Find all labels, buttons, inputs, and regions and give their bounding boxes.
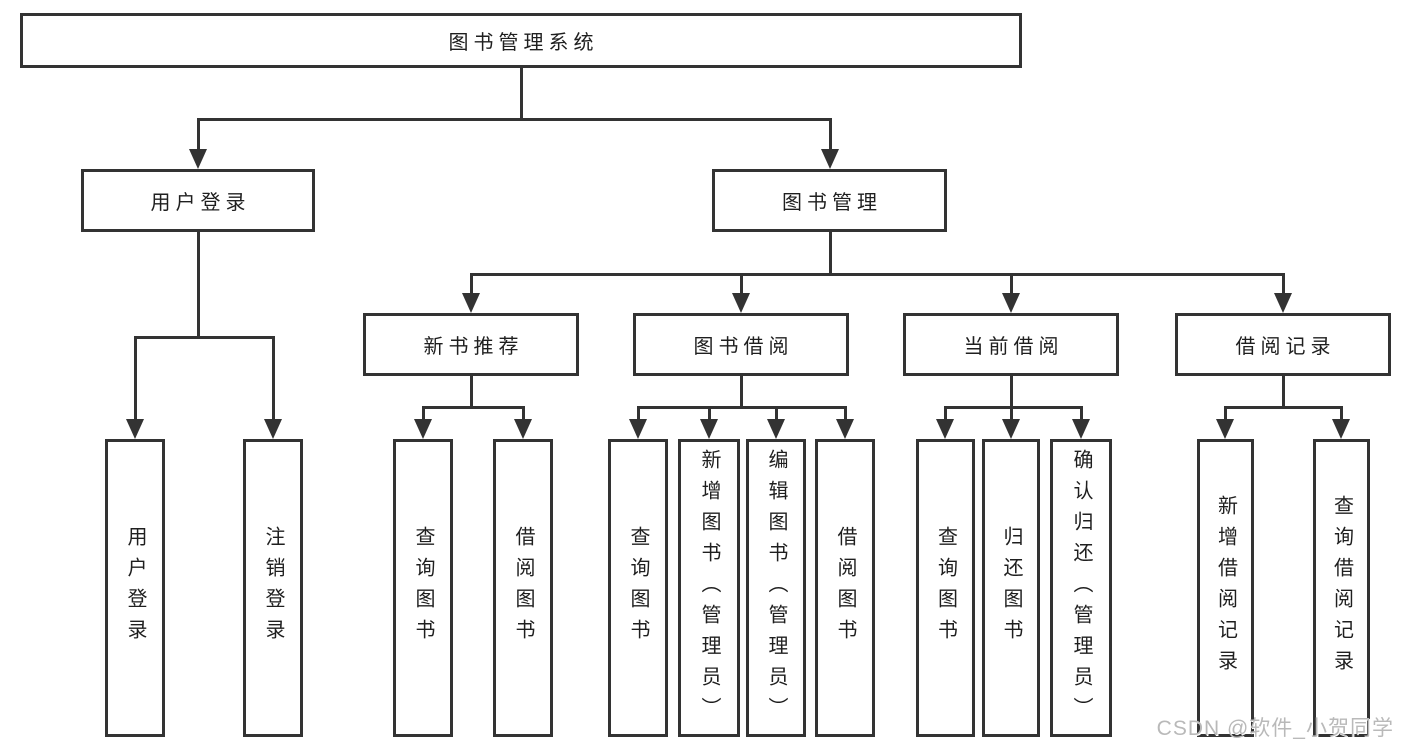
arrow-down-icon-system-root-1 — [821, 149, 839, 169]
connector-drop-book-mgmt-branch-2 — [1009, 273, 1013, 298]
node-label-leaf-edit-book-admin: 编辑图书（管理员） — [765, 448, 787, 728]
node-label-leaf-query-borrow-record: 查询借阅记录 — [1330, 495, 1353, 681]
connector-stem-current-borrow — [1009, 376, 1013, 409]
node-leaf-return-book: 归还图书 — [982, 439, 1040, 737]
node-leaf-query-borrow-record: 查询借阅记录 — [1313, 439, 1370, 737]
arrow-down-icon-new-book-recommend-1 — [514, 419, 532, 439]
arrow-down-icon-book-mgmt-branch-2 — [1002, 293, 1020, 313]
arrow-down-icon-user-login-branch-0 — [126, 419, 144, 439]
connector-stem-system-root — [519, 68, 523, 121]
connector-drop-book-mgmt-branch-0 — [469, 273, 473, 298]
arrow-down-icon-book-mgmt-branch-1 — [732, 293, 750, 313]
node-leaf-add-book-admin: 新增图书（管理员） — [678, 439, 740, 737]
node-user-login-branch: 用户登录 — [81, 169, 315, 232]
connector-drop-book-borrow-0 — [636, 406, 640, 424]
arrow-down-icon-book-borrow-0 — [629, 419, 647, 439]
connector-stem-borrow-record — [1281, 376, 1285, 409]
node-borrow-record: 借阅记录 — [1175, 313, 1391, 376]
node-label-borrow-record: 借阅记录 — [1235, 336, 1336, 358]
connector-drop-new-book-recommend-1 — [521, 406, 525, 424]
arrow-down-icon-borrow-record-0 — [1216, 419, 1234, 439]
node-label-leaf-add-book-admin: 新增图书（管理员） — [698, 448, 720, 728]
node-leaf-add-borrow-record: 新增借阅记录 — [1197, 439, 1254, 737]
connector-stem-new-book-recommend — [469, 376, 473, 409]
csdn-watermark: CSDN @软件_小贺同学 — [1156, 717, 1394, 740]
node-label-leaf-query-book-2: 查询图书 — [627, 526, 649, 650]
arrow-down-icon-current-borrow-2 — [1072, 419, 1090, 439]
connector-drop-book-borrow-2 — [774, 406, 778, 424]
connector-drop-user-login-branch-1 — [271, 336, 275, 424]
node-label-current-borrow: 当前借阅 — [963, 336, 1064, 358]
node-label-leaf-add-borrow-record: 新增借阅记录 — [1214, 495, 1237, 681]
arrow-down-icon-user-login-branch-1 — [264, 419, 282, 439]
node-book-borrow: 图书借阅 — [633, 313, 849, 376]
node-label-leaf-confirm-return-admin: 确认归还（管理员） — [1070, 448, 1092, 728]
arrow-down-icon-book-borrow-2 — [767, 419, 785, 439]
node-label-new-book-recommend: 新书推荐 — [423, 336, 524, 358]
connector-stem-user-login-branch — [196, 232, 200, 339]
connector-drop-new-book-recommend-0 — [421, 406, 425, 424]
connector-drop-current-borrow-0 — [943, 406, 947, 424]
node-system-root: 图书管理系统 — [20, 13, 1022, 68]
node-new-book-recommend: 新书推荐 — [363, 313, 579, 376]
connector-drop-book-borrow-3 — [843, 406, 847, 424]
connector-drop-system-root-1 — [828, 118, 832, 154]
node-label-user-login-branch: 用户登录 — [150, 192, 251, 214]
node-label-book-mgmt-branch: 图书管理 — [782, 192, 882, 214]
connector-drop-system-root-0 — [196, 118, 200, 154]
connector-stem-book-borrow — [739, 376, 743, 409]
node-label-leaf-borrow-book-1: 借阅图书 — [512, 526, 534, 650]
connector-drop-book-mgmt-branch-3 — [1281, 273, 1285, 298]
arrow-down-icon-book-borrow-3 — [836, 419, 854, 439]
connector-split-book-borrow — [636, 406, 847, 409]
arrow-down-icon-book-mgmt-branch-3 — [1274, 293, 1292, 313]
connector-split-borrow-record — [1223, 406, 1343, 409]
node-leaf-user-login: 用户登录 — [105, 439, 165, 737]
node-leaf-query-book-3: 查询图书 — [916, 439, 975, 737]
node-leaf-confirm-return-admin: 确认归还（管理员） — [1050, 439, 1112, 737]
node-label-book-borrow: 图书借阅 — [693, 336, 794, 358]
connector-drop-borrow-record-0 — [1223, 406, 1227, 424]
connector-drop-borrow-record-1 — [1339, 406, 1343, 424]
connector-drop-user-login-branch-0 — [133, 336, 137, 424]
node-label-leaf-query-book-1: 查询图书 — [412, 526, 434, 650]
connector-split-new-book-recommend — [421, 406, 525, 409]
connector-split-system-root — [196, 118, 832, 121]
arrow-down-icon-current-borrow-0 — [936, 419, 954, 439]
node-book-mgmt-branch: 图书管理 — [712, 169, 947, 232]
node-label-leaf-user-login: 用户登录 — [124, 526, 146, 650]
arrow-down-icon-current-borrow-1 — [1002, 419, 1020, 439]
connector-split-user-login-branch — [133, 336, 275, 339]
node-leaf-edit-book-admin: 编辑图书（管理员） — [746, 439, 806, 737]
arrow-down-icon-book-borrow-1 — [700, 419, 718, 439]
connector-split-current-borrow — [943, 406, 1083, 409]
node-leaf-query-book-2: 查询图书 — [608, 439, 668, 737]
node-leaf-query-book-1: 查询图书 — [393, 439, 453, 737]
arrow-down-icon-book-mgmt-branch-0 — [462, 293, 480, 313]
node-label-system-root: 图书管理系统 — [448, 32, 599, 54]
node-label-leaf-return-book: 归还图书 — [1000, 526, 1022, 650]
node-current-borrow: 当前借阅 — [903, 313, 1119, 376]
connector-drop-book-mgmt-branch-1 — [739, 273, 743, 298]
node-label-leaf-borrow-book-2: 借阅图书 — [834, 526, 856, 650]
connector-stem-book-mgmt-branch — [828, 232, 832, 276]
connector-drop-current-borrow-1 — [1009, 406, 1013, 424]
connector-split-book-mgmt-branch — [469, 273, 1285, 276]
arrow-down-icon-system-root-0 — [189, 149, 207, 169]
node-label-leaf-query-book-3: 查询图书 — [934, 526, 957, 650]
arrow-down-icon-borrow-record-1 — [1332, 419, 1350, 439]
connector-drop-book-borrow-1 — [707, 406, 711, 424]
connector-drop-current-borrow-2 — [1079, 406, 1083, 424]
node-leaf-borrow-book-2: 借阅图书 — [815, 439, 875, 737]
arrow-down-icon-new-book-recommend-0 — [414, 419, 432, 439]
node-leaf-borrow-book-1: 借阅图书 — [493, 439, 553, 737]
node-label-leaf-logout: 注销登录 — [262, 526, 284, 650]
node-leaf-logout: 注销登录 — [243, 439, 303, 737]
